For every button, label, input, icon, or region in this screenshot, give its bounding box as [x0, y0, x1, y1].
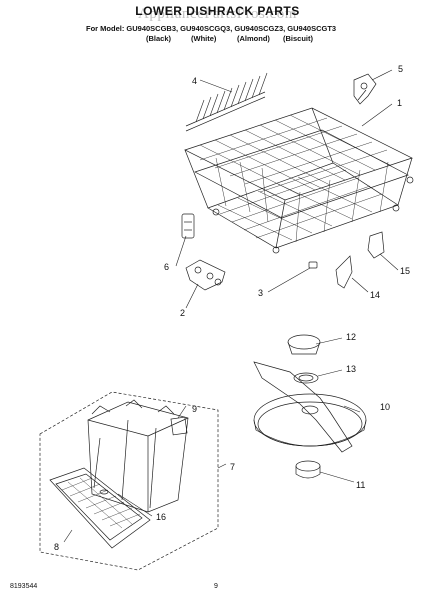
- callout-2: 2: [180, 308, 185, 318]
- callout-3: 3: [258, 288, 263, 298]
- color-label-white: (White): [191, 34, 217, 43]
- callout-9: 9: [192, 404, 197, 414]
- callout-5: 5: [398, 64, 403, 74]
- rack-bracket-right: [367, 231, 385, 259]
- callout-8: 8: [54, 542, 59, 552]
- color-label-almond: (Almond): [237, 34, 270, 43]
- rack-clip: [181, 213, 195, 239]
- callout-7: 7: [230, 462, 235, 472]
- wheel-assembly: [185, 259, 226, 291]
- document-number: 8193544: [10, 583, 38, 590]
- basket-cover: [170, 416, 188, 436]
- color-label-black: (Black): [146, 34, 172, 43]
- silverware-basket: [87, 399, 189, 513]
- callout-15: 15: [400, 266, 410, 276]
- callout-1: 1: [397, 98, 402, 108]
- callout-numbers: 1 2 3 4 5 6 7 8 9 10 11 12 13 14 15 16: [54, 64, 410, 552]
- basket-lid: [49, 467, 151, 549]
- color-label-biscuit: (Biscuit): [283, 34, 313, 43]
- callout-11: 11: [356, 480, 365, 490]
- watermark: AppliancePartsPros.com: [138, 6, 297, 22]
- callout-4: 4: [192, 76, 197, 86]
- callout-16: 16: [156, 512, 166, 522]
- callout-12: 12: [346, 332, 356, 342]
- wheel-bracket: [353, 73, 377, 105]
- screw: [308, 261, 318, 269]
- spray-arm-bearing: [293, 372, 319, 384]
- page-title: LOWER DISHRACK PARTS: [135, 4, 300, 18]
- callout-14: 14: [370, 290, 380, 300]
- spray-arm-hub: [295, 460, 321, 479]
- leader-lines: [63, 69, 399, 543]
- rack-bracket-left: [335, 255, 353, 289]
- dish-rack-basket: [184, 107, 414, 254]
- silverware-basket-group: [39, 391, 219, 571]
- callout-6: 6: [164, 262, 169, 272]
- callout-13: 13: [346, 364, 356, 374]
- page-number: 9: [214, 583, 218, 590]
- spray-arm-cap: [287, 334, 321, 355]
- model-list: For Model: GU940SCGB3, GU940SCGQ3, GU940…: [86, 24, 337, 33]
- spray-arm-base: [253, 361, 367, 453]
- tine-row: [185, 72, 268, 132]
- callout-10: 10: [380, 402, 390, 412]
